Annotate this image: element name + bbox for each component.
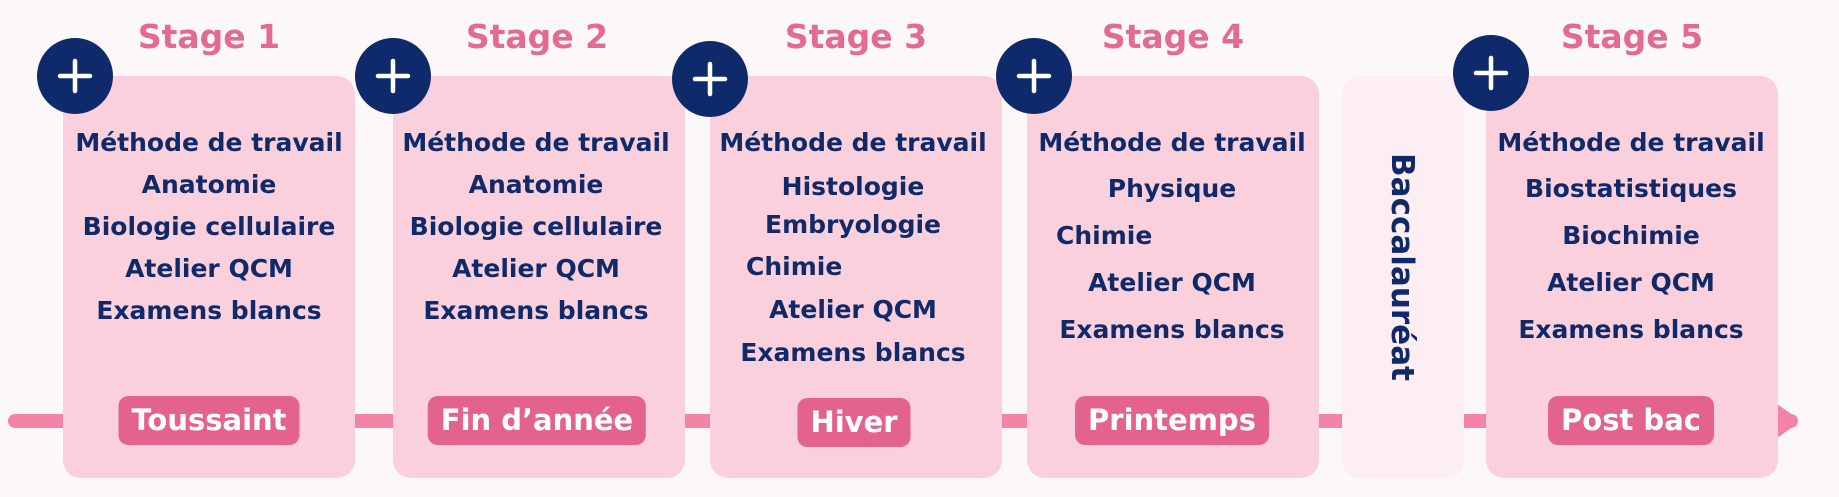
stage-5-title: Stage 5	[1560, 17, 1704, 56]
stage-3-season-badge: Hiver	[797, 398, 911, 447]
stage-3-plus-icon[interactable]	[672, 41, 748, 117]
stage-3-item: Atelier QCM	[769, 295, 937, 324]
stage-4-plus-icon[interactable]	[996, 38, 1072, 114]
stage-5-plus-icon[interactable]	[1453, 35, 1529, 111]
stage-3-title: Stage 3	[784, 17, 928, 56]
stage-5-item: Méthode de travail	[1497, 128, 1765, 157]
stage-2-title: Stage 2	[465, 17, 609, 56]
stage-4-title: Stage 4	[1101, 17, 1245, 56]
stage-4-item: Examens blancs	[1059, 315, 1285, 344]
stage-3-item: Examens blancs	[740, 338, 966, 367]
stage-1-item: Examens blancs	[96, 296, 322, 325]
stage-2-item: Anatomie	[468, 170, 604, 199]
stage-4-season-badge: Printemps	[1075, 396, 1269, 445]
stage-2-season-badge: Fin d’année	[427, 396, 647, 445]
stage-2-item: Biologie cellulaire	[409, 212, 663, 241]
stage-1-plus-icon[interactable]	[37, 38, 113, 114]
baccalaureat-label: Baccalauréat	[1384, 153, 1420, 381]
stage-4-item: Chimie	[1056, 221, 1153, 250]
stage-5-item: Atelier QCM	[1547, 268, 1715, 297]
stage-4-item: Atelier QCM	[1088, 268, 1256, 297]
stage-1-item: Méthode de travail	[75, 128, 343, 157]
stage-2-item: Atelier QCM	[452, 254, 620, 283]
stage-2-plus-icon[interactable]	[355, 38, 431, 114]
stage-3-item: Histologie	[781, 172, 925, 201]
stage-5-season-badge: Post bac	[1548, 396, 1714, 445]
stage-2-item: Examens blancs	[423, 296, 649, 325]
stage-3-item: Méthode de travail	[719, 128, 987, 157]
stage-1-item: Atelier QCM	[125, 254, 293, 283]
stage-1-title: Stage 1	[137, 17, 281, 56]
stage-2-item: Méthode de travail	[402, 128, 670, 157]
stage-4-item: Méthode de travail	[1038, 128, 1306, 157]
stage-3-item: Chimie	[746, 252, 843, 281]
stage-5-item: Examens blancs	[1518, 315, 1744, 344]
stage-5-item: Biochimie	[1562, 221, 1700, 250]
baccalaureat-card	[1342, 76, 1464, 478]
stage-3-item: Embryologie	[765, 210, 941, 239]
stage-1-item: Biologie cellulaire	[82, 212, 336, 241]
stage-4-item: Physique	[1107, 174, 1237, 203]
stage-1-item: Anatomie	[141, 170, 277, 199]
stage-5-item: Biostatistiques	[1525, 174, 1737, 203]
stage-1-season-badge: Toussaint	[118, 396, 300, 445]
